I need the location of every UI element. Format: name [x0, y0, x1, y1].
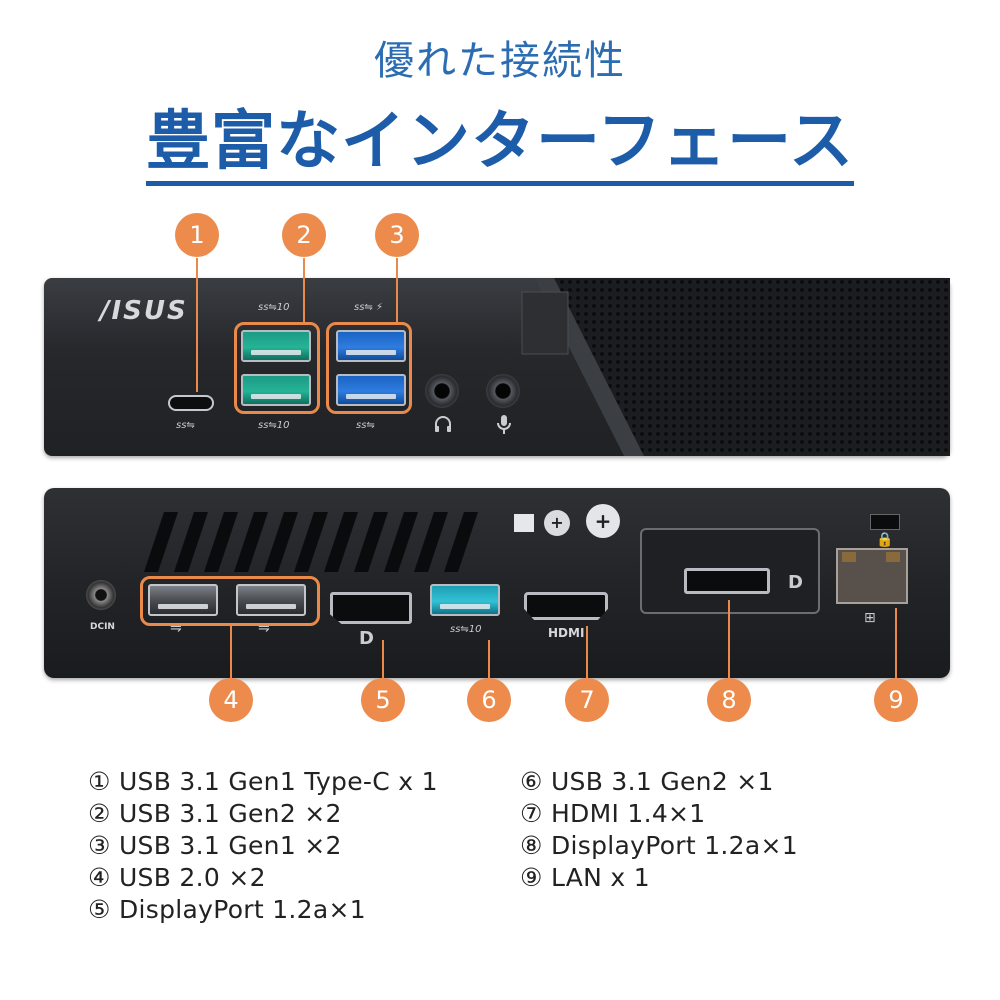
- callout-5: 5: [361, 678, 405, 722]
- front-panel: /ISUS ss⇋ ss⇋10 ss⇋10 ss⇋ ⚡ ss⇋: [44, 278, 950, 456]
- spec-list-right: ⑥ USB 3.1 Gen2 ×1 ⑦ HDMI 1.4×1 ⑧ Display…: [520, 766, 798, 894]
- displayport-icon: D: [359, 628, 374, 649]
- usb-symbol-icon: ⇋: [258, 620, 270, 636]
- leader-8: [728, 600, 730, 678]
- displayport-port: [330, 592, 412, 624]
- leader-1: [196, 258, 198, 392]
- callout-9: 9: [874, 678, 918, 722]
- ss10-label-top: ss⇋10: [258, 302, 290, 313]
- lan-led-right: [886, 552, 900, 562]
- usb-gen2-port-1: [241, 330, 311, 362]
- callout-3: 3: [375, 213, 419, 257]
- usb-gen2-rear-port: [430, 584, 500, 616]
- leader-7: [586, 626, 588, 678]
- ss10-rear-label: ss⇋10: [450, 624, 482, 635]
- spec-item: ⑧ DisplayPort 1.2a×1: [520, 831, 798, 860]
- spec-item: ③ USB 3.1 Gen1 ×2: [88, 831, 342, 860]
- kensington-slot: [514, 514, 534, 532]
- spec-item: ⑨ LAN x 1: [520, 863, 650, 892]
- screw-icon: +: [544, 510, 570, 536]
- leader-6: [488, 640, 490, 678]
- usb2-port-1: [148, 584, 218, 616]
- ss-bolt-label: ss⇋ ⚡: [354, 302, 383, 313]
- callout-2: 2: [282, 213, 326, 257]
- displayport-port-2: [684, 568, 770, 594]
- leader-4: [230, 626, 232, 678]
- back-vent-slots: [144, 512, 478, 572]
- hdmi-label: HDMI: [548, 626, 585, 640]
- back-panel: + + 🔒 DCIN ⇋ ⇋ D ss⇋10 HDMI D ⊞: [44, 488, 950, 678]
- leader-3: [396, 258, 398, 322]
- spec-item: ⑥ USB 3.1 Gen2 ×1: [520, 767, 774, 796]
- spec-item: ⑦ HDMI 1.4×1: [520, 799, 706, 828]
- usb-gen1-port-1: [336, 330, 406, 362]
- usb-type-c-port: [168, 395, 214, 411]
- callout-4: 4: [209, 678, 253, 722]
- highlight-usb2: [140, 576, 320, 626]
- headphone-icon: [433, 414, 453, 439]
- displayport-icon-2: D: [788, 572, 803, 593]
- lock-slot: [870, 514, 900, 530]
- page-title-text: 豊富なインターフェース: [146, 105, 854, 186]
- spec-item: ① USB 3.1 Gen1 Type-C x 1: [88, 767, 438, 796]
- asus-logo: /ISUS: [100, 296, 188, 326]
- front-vent-grille: [521, 278, 950, 456]
- callout-1: 1: [175, 213, 219, 257]
- spec-item: ⑤ DisplayPort 1.2a×1: [88, 895, 366, 924]
- subtitle: 優れた接続性: [374, 38, 626, 84]
- dc-in-port: [86, 580, 116, 610]
- highlight-usb-gen2: [234, 322, 320, 414]
- callout-8: 8: [707, 678, 751, 722]
- callout-6: 6: [467, 678, 511, 722]
- usb-symbol-icon: ⇋: [170, 620, 182, 636]
- dcin-label: DCIN: [90, 622, 115, 632]
- spec-item: ④ USB 2.0 ×2: [88, 863, 266, 892]
- ss-label-typec: ss⇋: [176, 420, 195, 431]
- ss10-label-bottom: ss⇋10: [258, 420, 290, 431]
- spec-list-left: ① USB 3.1 Gen1 Type-C x 1 ② USB 3.1 Gen2…: [88, 766, 438, 926]
- microphone-icon: [496, 414, 512, 441]
- callout-7: 7: [565, 678, 609, 722]
- microphone-jack: [486, 374, 520, 408]
- leader-5: [382, 640, 384, 678]
- usb-gen1-port-2: [336, 374, 406, 406]
- leader-2: [303, 258, 305, 322]
- screw-icon: +: [586, 504, 620, 538]
- lock-icon: 🔒: [876, 532, 894, 548]
- leader-9: [895, 608, 897, 678]
- spec-item: ② USB 3.1 Gen2 ×2: [88, 799, 342, 828]
- highlight-usb-gen1: [326, 322, 412, 414]
- lan-led-left: [842, 552, 856, 562]
- ss-label-bottom: ss⇋: [356, 420, 375, 431]
- page-title: 豊富なインターフェース: [0, 90, 1000, 186]
- usb2-port-2: [236, 584, 306, 616]
- hdmi-port: [524, 592, 608, 620]
- usb-gen2-port-2: [241, 374, 311, 406]
- headphone-jack: [425, 374, 459, 408]
- network-icon: ⊞: [864, 610, 876, 626]
